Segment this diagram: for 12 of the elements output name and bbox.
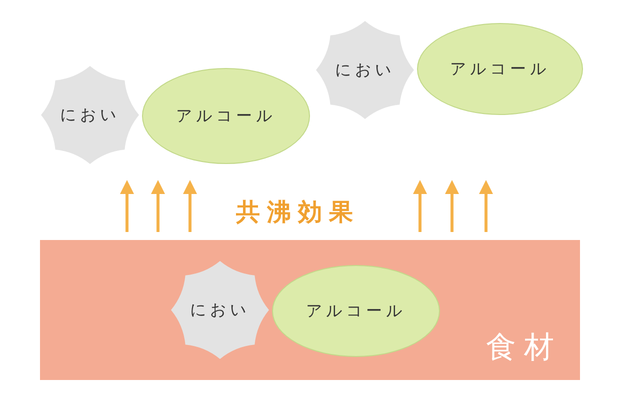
node-label: アルコール (176, 106, 276, 126)
node-label: におい (335, 60, 395, 80)
ingredient-band (40, 240, 580, 380)
node-label: アルコール (450, 58, 550, 80)
effect-label: 共沸効果 (236, 197, 360, 228)
scalloped-shape (40, 65, 140, 165)
scalloped-shape (170, 260, 270, 360)
node-label: におい (60, 104, 120, 126)
node-label: におい (190, 300, 250, 320)
node-label: アルコール (306, 300, 406, 322)
band-title: 食材 (486, 329, 562, 367)
scalloped-shape (315, 20, 415, 120)
